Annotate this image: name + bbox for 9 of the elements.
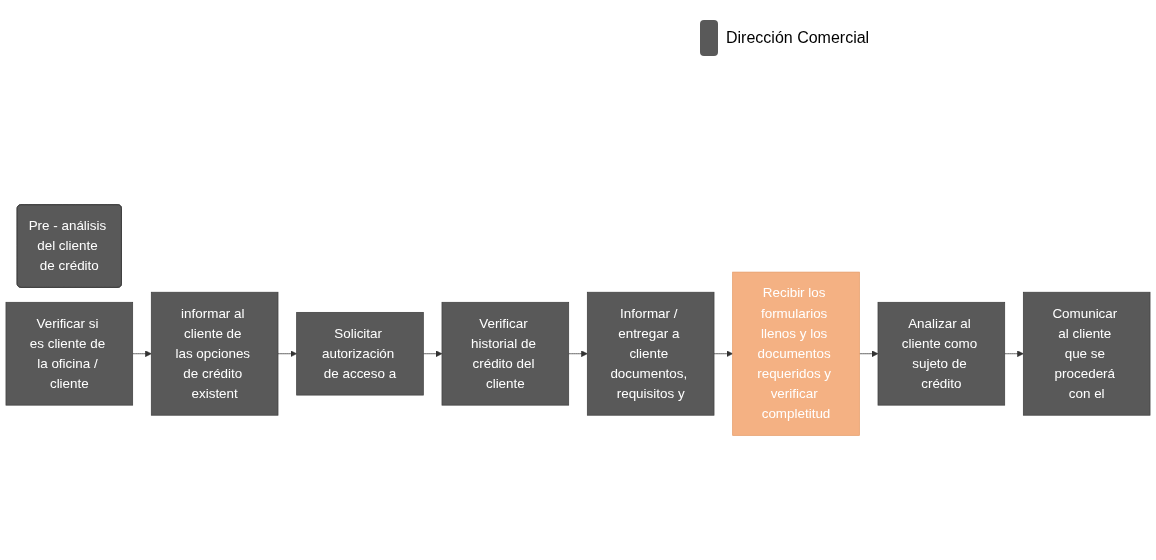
node-box: Verificar historial de crédito del cliente — [441, 301, 570, 406]
node-box: Verificar si es cliente de la oficina / cliente — [5, 301, 134, 406]
node-box: Comunicar al cliente que se procederá con el — [1022, 291, 1151, 416]
node-box: Informar / entregar a cliente documentos, requisitos y — [586, 291, 715, 416]
legend-text: Dirección Comercial — [726, 29, 870, 47]
node-box: Recibir los formularios llenos y los documentos requeridos y verificar completitud — [732, 271, 860, 436]
node-box: Analizar al cliente como sujeto de crédito — [877, 301, 1006, 406]
node-box: informar al cliente de las opciones de crédito existent — [150, 291, 279, 416]
node-box: Solicitar autorización de acceso a — [296, 312, 424, 396]
